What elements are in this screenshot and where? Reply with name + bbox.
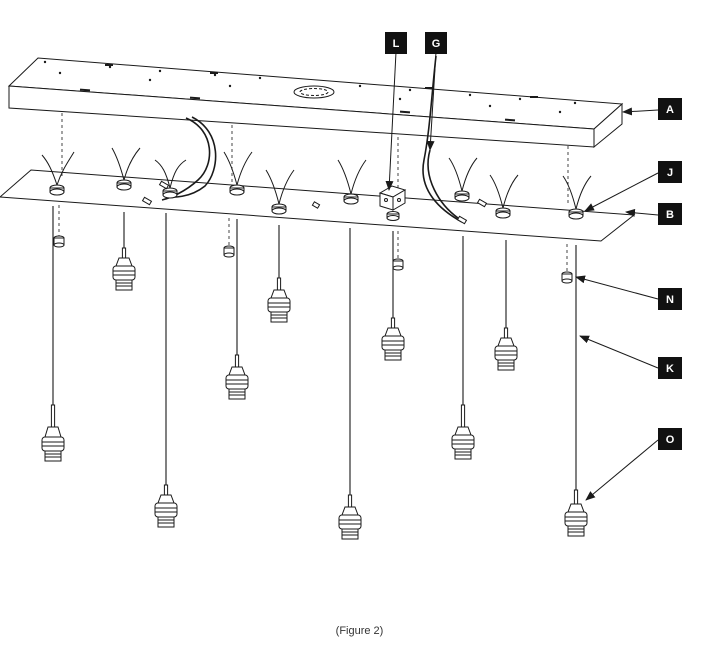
leader-lines xyxy=(385,51,659,501)
callout-a: A xyxy=(658,98,682,120)
callout-b: B xyxy=(658,203,682,225)
callout-l: L xyxy=(385,32,407,54)
callout-k-label: K xyxy=(666,363,674,375)
callout-o: O xyxy=(658,428,682,450)
callout-b-label: B xyxy=(666,209,674,221)
alignment-lines-upper xyxy=(61,113,569,203)
pendant-sockets xyxy=(41,247,588,540)
socket xyxy=(451,404,475,460)
leader-l xyxy=(385,51,397,191)
leader-g xyxy=(426,51,437,151)
leader-o xyxy=(585,439,659,501)
finial-caps xyxy=(53,235,573,284)
callout-o-label: O xyxy=(666,434,675,446)
callout-g: G xyxy=(425,32,447,54)
socket xyxy=(112,247,136,291)
callout-j: J xyxy=(658,161,682,183)
socket xyxy=(225,354,249,400)
figure-caption: (Figure 2) xyxy=(335,625,384,637)
wire-connectors xyxy=(141,180,488,225)
junction-box xyxy=(378,185,407,211)
socket xyxy=(494,327,518,371)
pendant-cords xyxy=(52,206,577,495)
leader-n xyxy=(575,275,659,300)
socket xyxy=(267,277,291,323)
socket xyxy=(41,404,65,462)
leader-b xyxy=(625,208,659,217)
callout-k: K xyxy=(658,357,682,379)
plate-nuts xyxy=(49,179,584,220)
leader-k xyxy=(579,335,659,369)
leader-j xyxy=(584,172,659,212)
callout-l-label: L xyxy=(393,38,400,50)
socket xyxy=(381,317,405,361)
callout-n: N xyxy=(658,288,682,310)
socket xyxy=(564,489,588,537)
callout-n-label: N xyxy=(666,294,674,306)
canopy-holes xyxy=(43,60,577,122)
lead-wire-pairs xyxy=(41,147,592,210)
canopy-plate xyxy=(7,57,624,149)
socket xyxy=(154,484,178,528)
leader-a xyxy=(622,107,659,116)
callout-a-label: A xyxy=(666,104,674,116)
junction-box-nut xyxy=(386,211,400,221)
callout-j-label: J xyxy=(667,167,673,179)
alignment-lines-lower xyxy=(58,205,568,272)
socket xyxy=(338,494,362,540)
callout-g-label: G xyxy=(432,38,441,50)
